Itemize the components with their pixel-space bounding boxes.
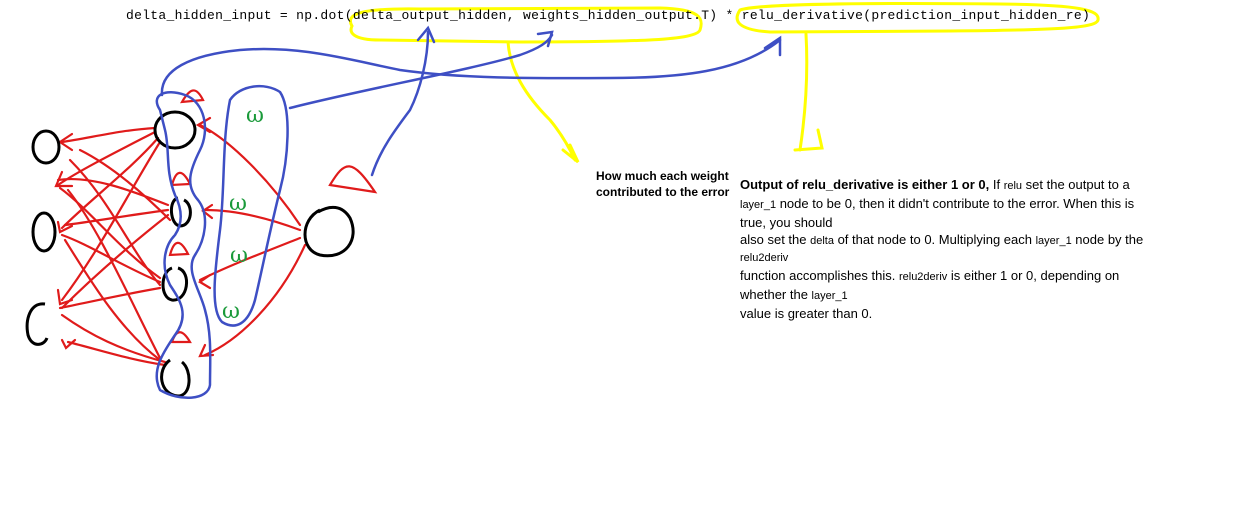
note-line-5: relu2deriv — [740, 252, 789, 264]
weight-symbol-1: ω — [246, 103, 264, 128]
note-line-1: Output of relu_derivative is either 1 or… — [740, 176, 1190, 195]
highlight-dot-args — [349, 6, 703, 44]
delta-triangle-top — [179, 89, 205, 104]
input-node-3 — [25, 302, 49, 346]
hidden-layer-outline — [155, 91, 212, 400]
hidden-node-4 — [160, 358, 191, 398]
weight-symbols: ω ω ω ω — [222, 103, 264, 324]
weight-symbol-4: ω — [222, 299, 240, 324]
yellow-arrow-weights — [506, 40, 580, 164]
note-line-4: also set the delta of that node to 0. Mu… — [740, 231, 1190, 250]
note-text: node by the — [1071, 232, 1144, 247]
code-line: delta_hidden_input = np.dot(delta_output… — [126, 8, 1090, 23]
yellow-highlights — [349, 2, 1100, 164]
note-text: function accomplishes this. — [740, 268, 899, 283]
code-derivative-call: relu_derivative(prediction_input_hidden_… — [741, 8, 1091, 23]
input-node-1 — [31, 129, 61, 165]
note-code-delta: delta — [810, 235, 834, 247]
output-node — [303, 205, 355, 258]
arrow-delta-to-args — [370, 30, 430, 177]
note-code-layer: layer_1 — [740, 199, 777, 211]
network-edges — [54, 89, 378, 367]
arrow-weights-to-args — [288, 33, 554, 110]
note-line-7: whether the layer_1 — [740, 286, 1190, 305]
note-text: is either 1 or 0, depending on — [947, 268, 1120, 283]
big-loop — [160, 38, 782, 97]
highlight-relu-derivative — [735, 2, 1100, 34]
note-line-2: layer_1 node to be 0, then it didn't con… — [740, 195, 1190, 214]
note-text: If — [989, 177, 1004, 192]
hidden-node-1 — [153, 110, 197, 150]
note-code-layer: layer_1 — [1035, 235, 1072, 247]
note-code-relu2deriv: relu2deriv — [898, 271, 948, 283]
yellow-arrow-relu — [793, 32, 824, 152]
blue-annotations — [155, 25, 782, 400]
note-code-layer: layer_1 — [811, 290, 848, 302]
delta-triangle-low — [168, 241, 190, 257]
note-text: of that node to 0. Multiplying each — [833, 232, 1036, 247]
note-text: whether the — [740, 287, 812, 302]
note-line-8: value is greater than 0. — [740, 306, 873, 321]
code-arg-group: delta_output_hidden, weights_hidden_outp… — [352, 8, 718, 23]
code-prefix: delta_hidden_input = np.dot( — [126, 8, 353, 23]
note-text: node to be 0, then it didn't contribute … — [776, 196, 1135, 211]
note-text: also set the — [740, 232, 811, 247]
relu-derivative-note: Output of relu_derivative is either 1 or… — [740, 176, 1190, 322]
note-code-relu: relu — [1003, 180, 1023, 192]
input-node-2 — [31, 211, 57, 253]
network-nodes — [25, 110, 355, 398]
delta-triangle-output — [328, 165, 378, 194]
hidden-node-3 — [161, 266, 188, 302]
note-line-3: true, you should — [740, 215, 833, 230]
note-line-6: function accomplishes this. relu2deriv i… — [740, 267, 1190, 286]
delta-triangle-mid — [170, 171, 192, 187]
note-text: set the output to a — [1022, 177, 1130, 192]
weights-outline — [213, 84, 289, 327]
weight-symbol-3: ω — [230, 243, 248, 268]
weight-contribution-note: How much each weight contributed to the … — [596, 169, 730, 199]
weight-symbol-2: ω — [229, 191, 247, 216]
note-bold-heading: Output of relu_derivative is either 1 or… — [740, 177, 990, 192]
code-operator: * — [717, 8, 742, 23]
